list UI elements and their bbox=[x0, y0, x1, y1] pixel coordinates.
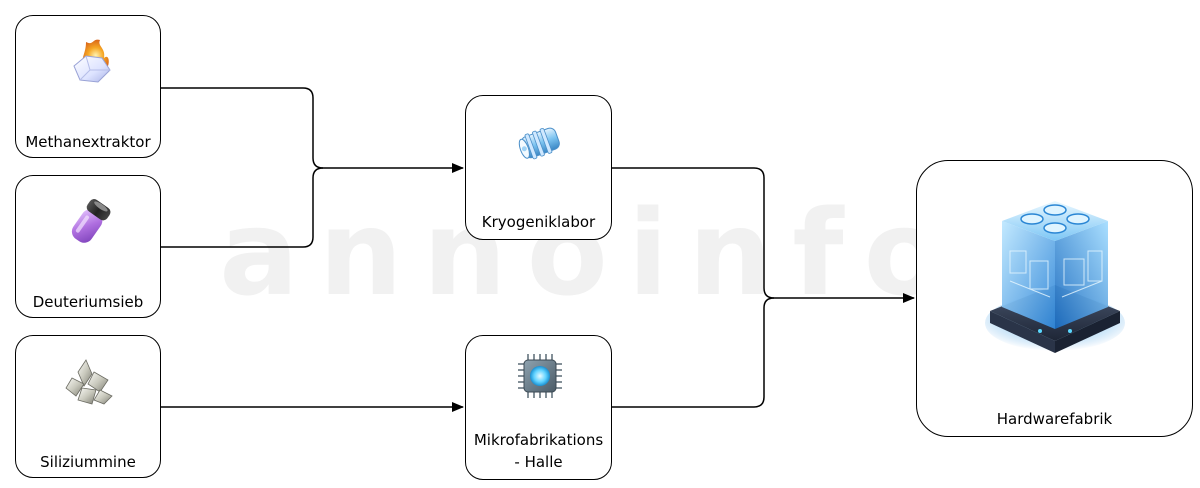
node-label: Siliziummine bbox=[40, 453, 136, 471]
edge-methan-to-kryo bbox=[161, 87, 464, 173]
node-label: Methanextraktor bbox=[25, 133, 151, 151]
node-mikrofabrikationshalle[interactable]: Mikrofabrikations - Halle bbox=[465, 335, 612, 480]
node-methanextraktor[interactable]: Methanextraktor bbox=[15, 15, 161, 158]
silicon-crystal-icon bbox=[65, 359, 113, 405]
node-hardwarefabrik[interactable]: Hardwarefabrik bbox=[916, 160, 1193, 437]
methane-crystal-flame-icon bbox=[73, 39, 111, 83]
node-label-line2: - Halle bbox=[514, 453, 563, 471]
deuterium-canister-icon bbox=[71, 199, 111, 243]
edge-kryo-to-hard bbox=[612, 167, 915, 303]
node-kryogeniklabor[interactable]: Kryogeniklabor bbox=[465, 95, 612, 240]
node-label: Deuteriumsieb bbox=[32, 293, 144, 311]
node-label: Kryogeniklabor bbox=[481, 213, 596, 231]
node-label: Hardwarefabrik bbox=[996, 410, 1113, 428]
cryo-cylinder-icon bbox=[518, 127, 560, 160]
edge-mikro-to-hard bbox=[612, 297, 775, 408]
node-label-line1: Mikrofabrikations bbox=[473, 431, 604, 449]
node-siliziummine[interactable]: Siliziummine bbox=[15, 335, 161, 478]
edge-deut-to-kryo bbox=[161, 167, 324, 248]
node-deuteriumsieb[interactable]: Deuteriumsieb bbox=[15, 175, 161, 318]
microchip-icon bbox=[518, 354, 562, 398]
hardware-cube-icon bbox=[985, 201, 1125, 353]
